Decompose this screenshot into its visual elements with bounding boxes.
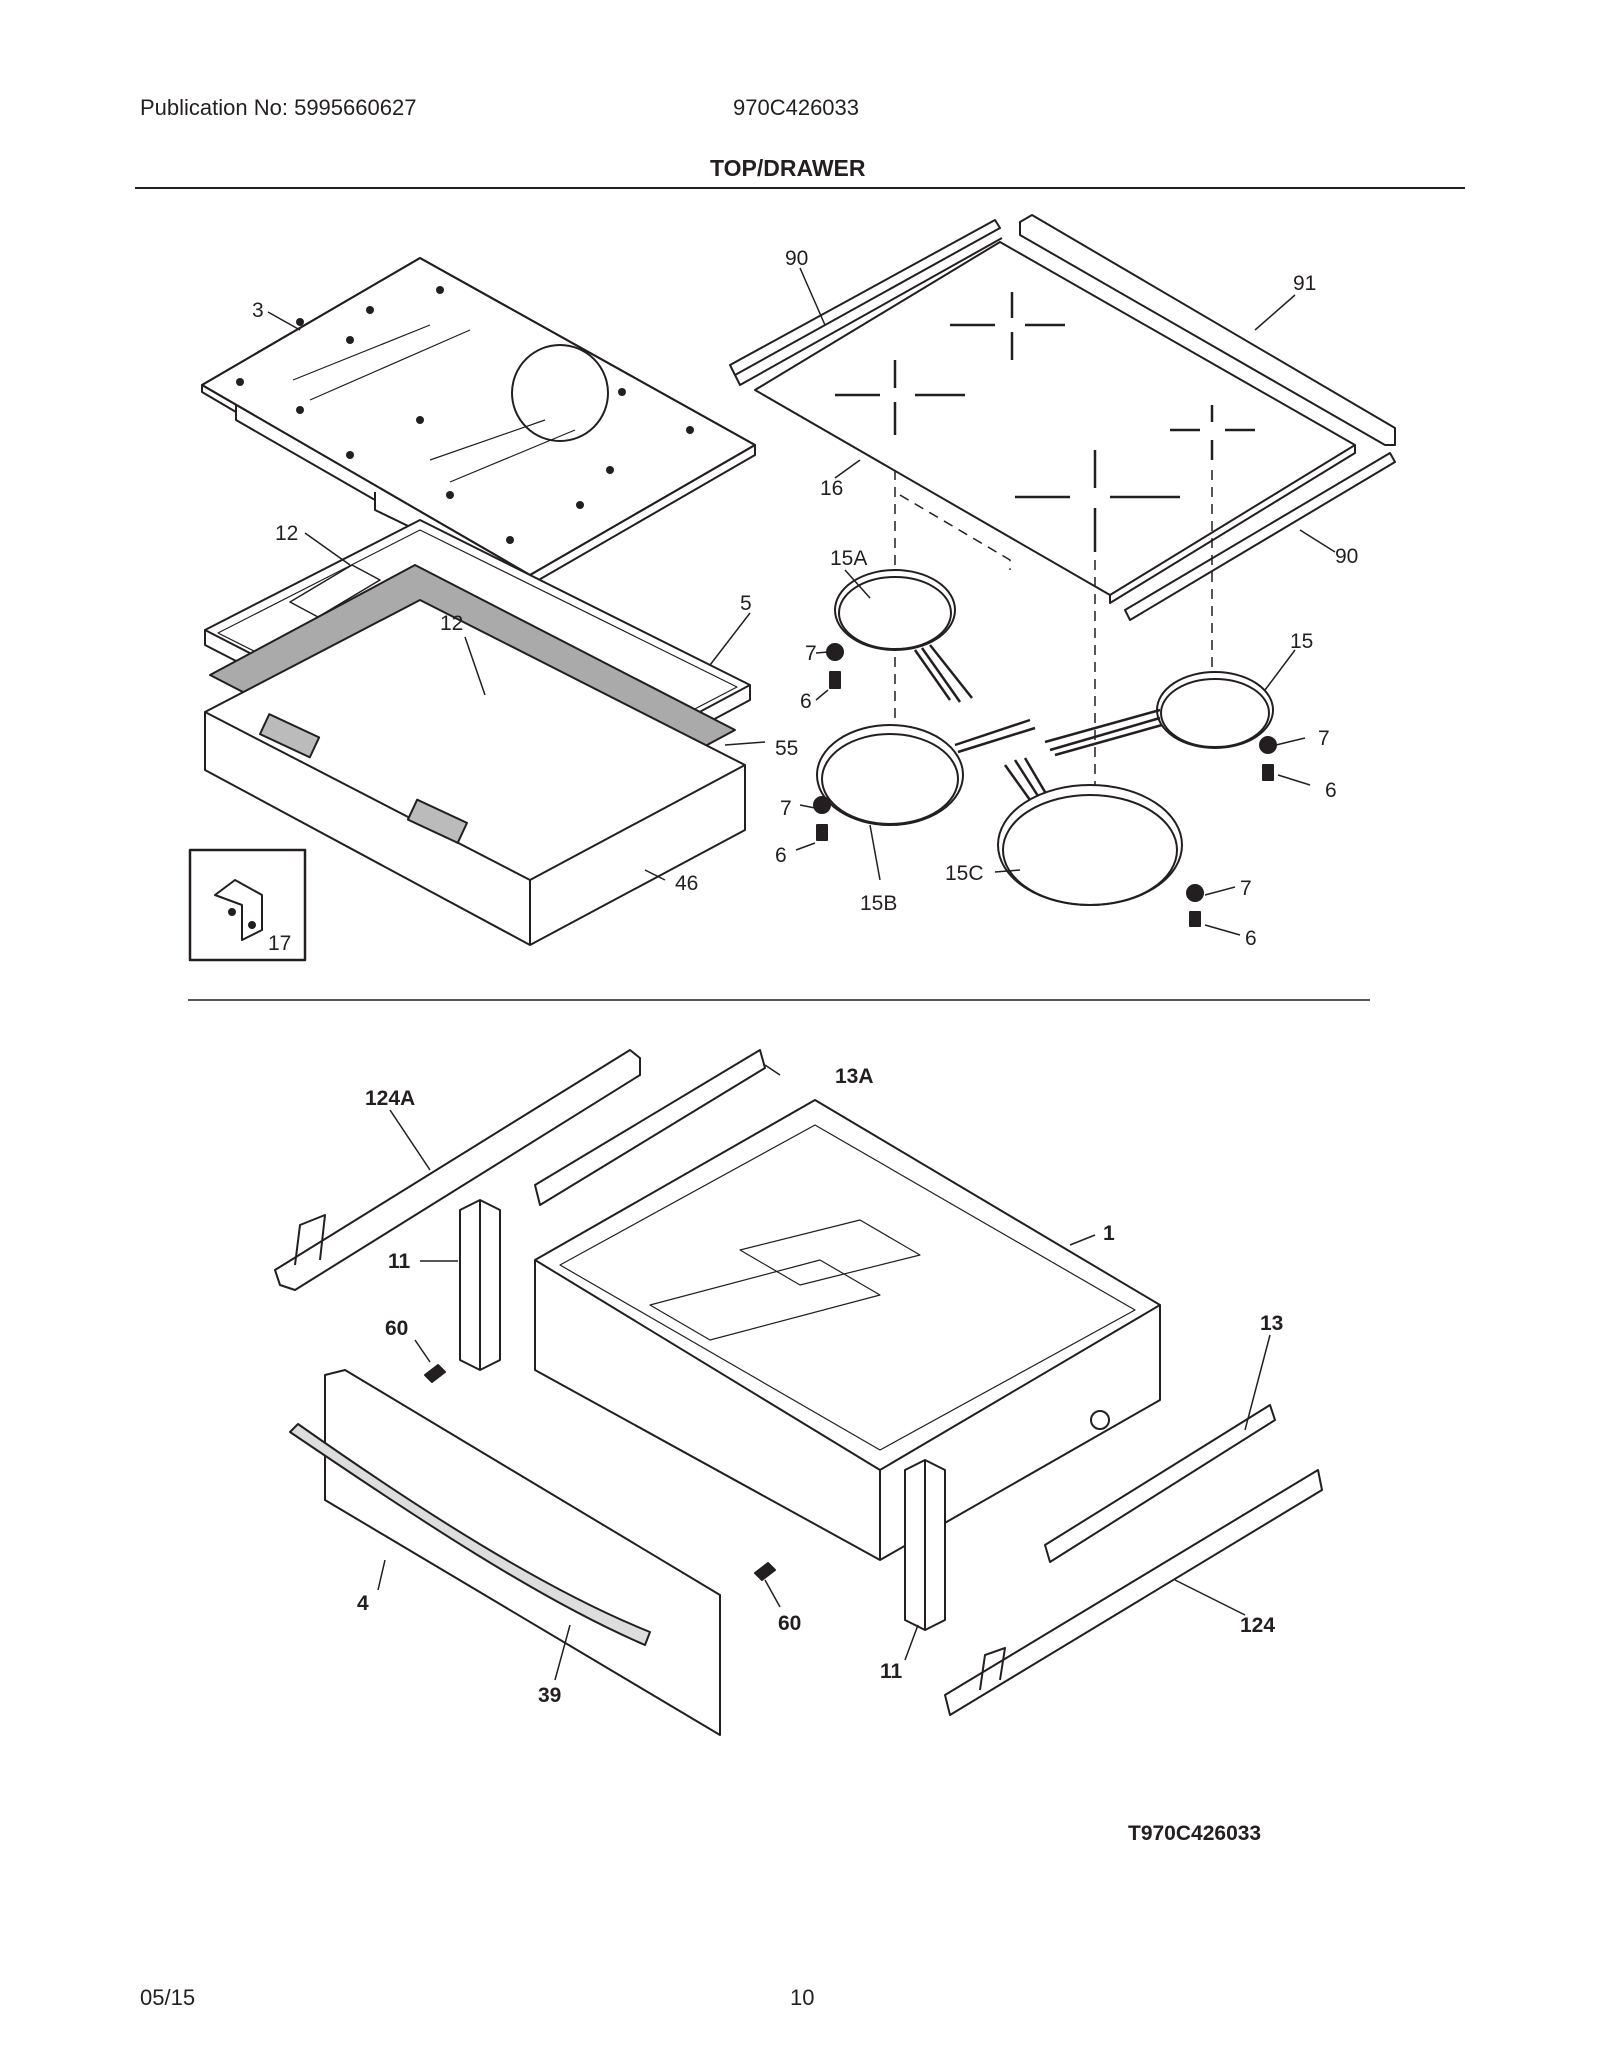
part-4-drawer-front [324, 1369, 721, 1736]
publication-number: Publication No: 5995660627 [140, 95, 417, 120]
part-90-trim-rear [729, 219, 1003, 386]
callout-124: 124 [1240, 1614, 1275, 1637]
part-3-insulation-sheet [201, 257, 756, 586]
part-13-rail-right [1044, 1404, 1276, 1563]
part-124A-slide-left [274, 1049, 641, 1291]
callout-15A: 15A [830, 547, 867, 570]
callout-91: 91 [1293, 272, 1316, 295]
callout-6-d: 6 [1245, 927, 1257, 950]
part-11-bracket-left [459, 1199, 501, 1371]
callout-11-a: 11 [388, 1250, 411, 1273]
callout-13: 13 [1260, 1312, 1283, 1335]
callout-6-c: 6 [775, 844, 787, 867]
page-number: 10 [790, 1985, 815, 2010]
callout-1: 1 [1103, 1222, 1115, 1245]
callout-7-c: 7 [780, 797, 792, 820]
callout-6-b: 6 [1325, 779, 1337, 802]
callout-13A: 13A [835, 1065, 874, 1088]
callout-15C: 15C [945, 862, 984, 885]
callout-4: 4 [357, 1592, 369, 1615]
diagram-id: T970C426033 [1128, 1822, 1261, 1845]
callout-3: 3 [252, 299, 264, 322]
title-rule [135, 187, 1465, 189]
callout-12-a: 12 [275, 522, 298, 545]
part-39-drawer-handle [289, 1423, 651, 1646]
part-13A-rail-left [534, 1049, 766, 1206]
footer-date: 05/15 [140, 1985, 196, 2010]
part-17-bracket-inset [188, 848, 307, 962]
model-number: 970C426033 [733, 95, 860, 120]
leader-lines [267, 267, 1336, 1681]
part-1-drawer-body [534, 1099, 1161, 1561]
callout-12-b: 12 [440, 612, 463, 635]
callout-16: 16 [820, 477, 843, 500]
part-90-trim-front [1124, 452, 1396, 621]
page-title: TOP/DRAWER [710, 155, 866, 181]
callout-46: 46 [675, 872, 698, 895]
callout-5: 5 [740, 592, 752, 615]
part-46-chassis [204, 599, 746, 946]
callout-17: 17 [268, 932, 291, 955]
part-15A-element [834, 569, 973, 703]
part-124-slide-right [944, 1469, 1323, 1716]
part-15-element [1044, 671, 1274, 757]
callout-6-a: 6 [800, 690, 812, 713]
callout-124A: 124A [365, 1087, 415, 1110]
part-15B-element [816, 718, 1036, 826]
callout-90-b: 90 [1335, 545, 1358, 568]
callout-60-a: 60 [385, 1317, 408, 1340]
clips-and-screws [813, 643, 1277, 927]
callout-15B: 15B [860, 892, 897, 915]
part-15C-element [997, 757, 1183, 906]
callout-15: 15 [1290, 630, 1313, 653]
part-91-trim-side [1019, 214, 1396, 446]
part-16-glass-cooktop [754, 241, 1356, 604]
part-11-bracket-right [904, 1459, 946, 1631]
callout-7-a: 7 [805, 642, 817, 665]
callout-60-b: 60 [778, 1612, 801, 1635]
callout-90-a: 90 [785, 247, 808, 270]
callout-11-b: 11 [880, 1660, 903, 1683]
callout-39: 39 [538, 1684, 561, 1707]
callout-7-b: 7 [1318, 727, 1330, 750]
callout-55: 55 [775, 737, 798, 760]
part-60-screws [424, 1364, 776, 1581]
callout-7-d: 7 [1240, 877, 1252, 900]
